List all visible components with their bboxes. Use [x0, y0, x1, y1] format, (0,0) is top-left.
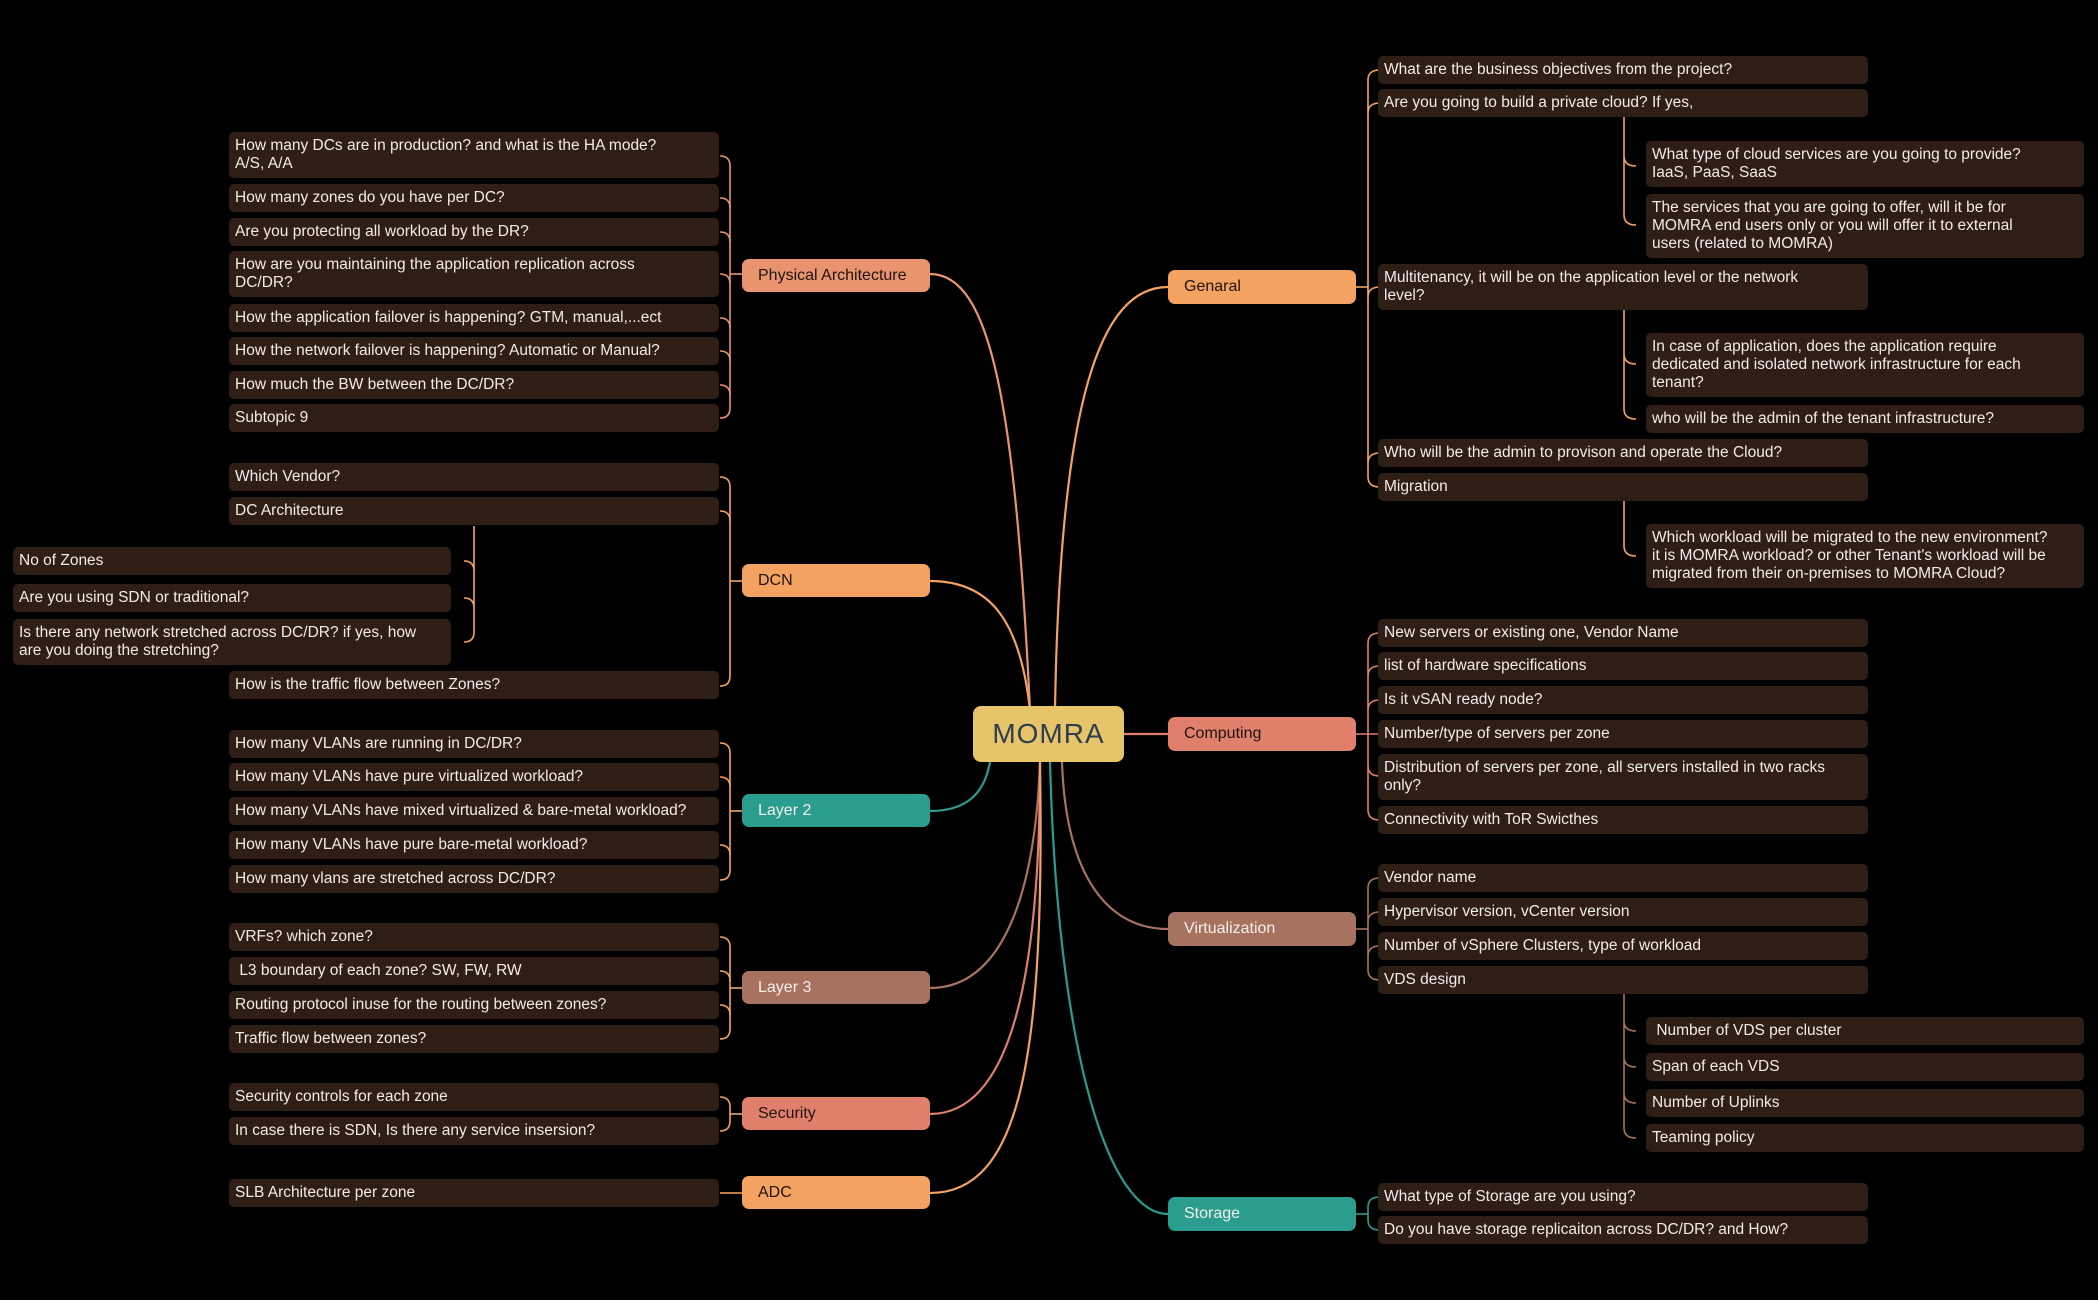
branch-virtualization[interactable]: Virtualization — [1168, 912, 1356, 946]
list-item[interactable]: VRFs? which zone? — [229, 923, 719, 951]
list-item[interactable]: list of hardware specifications — [1378, 652, 1868, 680]
branch-dcn[interactable]: DCN — [742, 564, 930, 597]
list-item[interactable]: In case of application, does the applica… — [1646, 333, 2084, 397]
list-item[interactable]: DC Architecture — [229, 497, 719, 525]
list-item[interactable]: Are you going to build a private cloud? … — [1378, 89, 1868, 117]
list-item[interactable]: L3 boundary of each zone? SW, FW, RW — [229, 957, 719, 985]
list-item[interactable]: What type of cloud services are you goin… — [1646, 141, 2084, 187]
list-item[interactable]: Distribution of servers per zone, all se… — [1378, 754, 1868, 800]
list-item[interactable]: How many VLANs are running in DC/DR? — [229, 730, 719, 758]
list-item[interactable]: How much the BW between the DC/DR? — [229, 371, 719, 399]
list-item[interactable]: What are the business objectives from th… — [1378, 56, 1868, 84]
list-item[interactable]: Do you have storage replicaiton across D… — [1378, 1216, 1868, 1244]
list-item[interactable]: Span of each VDS — [1646, 1053, 2084, 1081]
list-item[interactable]: In case there is SDN, Is there any servi… — [229, 1117, 719, 1145]
list-item[interactable]: The services that you are going to offer… — [1646, 194, 2084, 258]
list-item[interactable]: Security controls for each zone — [229, 1083, 719, 1111]
list-item[interactable]: Number of vSphere Clusters, type of work… — [1378, 932, 1868, 960]
list-item[interactable]: Which workload will be migrated to the n… — [1646, 524, 2084, 588]
list-item[interactable]: Vendor name — [1378, 864, 1868, 892]
list-item[interactable]: who will be the admin of the tenant infr… — [1646, 405, 2084, 433]
list-item[interactable]: Connectivity with ToR Swicthes — [1378, 806, 1868, 834]
branch-layer-2[interactable]: Layer 2 — [742, 794, 930, 827]
list-item[interactable]: Number of Uplinks — [1646, 1089, 2084, 1117]
list-item[interactable]: Is there any network stretched across DC… — [13, 619, 451, 665]
list-item[interactable]: How are you maintaining the application … — [229, 251, 719, 297]
central-topic[interactable]: MOMRA — [973, 706, 1124, 762]
list-item[interactable]: No of Zones — [13, 547, 451, 575]
list-item[interactable]: VDS design — [1378, 966, 1868, 994]
list-item[interactable]: Who will be the admin to provison and op… — [1378, 439, 1868, 467]
list-item[interactable]: How many vlans are stretched across DC/D… — [229, 865, 719, 893]
branch-general[interactable]: Genaral — [1168, 270, 1356, 304]
list-item[interactable]: Hypervisor version, vCenter version — [1378, 898, 1868, 926]
branch-computing[interactable]: Computing — [1168, 717, 1356, 751]
branch-storage[interactable]: Storage — [1168, 1197, 1356, 1231]
list-item[interactable]: Routing protocol inuse for the routing b… — [229, 991, 719, 1019]
list-item[interactable]: Are you using SDN or traditional? — [13, 584, 451, 612]
list-item[interactable]: Migration — [1378, 473, 1868, 501]
list-item[interactable]: What type of Storage are you using? — [1378, 1183, 1868, 1211]
branch-adc[interactable]: ADC — [742, 1176, 930, 1209]
list-item[interactable]: Traffic flow between zones? — [229, 1025, 719, 1053]
list-item[interactable]: New servers or existing one, Vendor Name — [1378, 619, 1868, 647]
list-item[interactable]: Subtopic 9 — [229, 404, 719, 432]
list-item[interactable]: SLB Architecture per zone — [229, 1179, 719, 1207]
branch-layer-3[interactable]: Layer 3 — [742, 971, 930, 1004]
list-item[interactable]: How many VLANs have pure virtualized wor… — [229, 763, 719, 791]
list-item[interactable]: Number/type of servers per zone — [1378, 720, 1868, 748]
list-item[interactable]: How many DCs are in production? and what… — [229, 132, 719, 178]
branch-security[interactable]: Security — [742, 1097, 930, 1130]
list-item[interactable]: Multitenancy, it will be on the applicat… — [1378, 264, 1868, 310]
list-item[interactable]: Are you protecting all workload by the D… — [229, 218, 719, 246]
list-item[interactable]: How the network failover is happening? A… — [229, 337, 719, 365]
branch-physical-architecture[interactable]: Physical Architecture — [742, 259, 930, 292]
list-item[interactable]: Is it vSAN ready node? — [1378, 686, 1868, 714]
list-item[interactable]: Teaming policy — [1646, 1124, 2084, 1152]
list-item[interactable]: How is the traffic flow between Zones? — [229, 671, 719, 699]
list-item[interactable]: Number of VDS per cluster — [1646, 1017, 2084, 1045]
list-item[interactable]: How the application failover is happenin… — [229, 304, 719, 332]
list-item[interactable]: How many zones do you have per DC? — [229, 184, 719, 212]
list-item[interactable]: Which Vendor? — [229, 463, 719, 491]
list-item[interactable]: How many VLANs have mixed virtualized & … — [229, 797, 719, 825]
list-item[interactable]: How many VLANs have pure bare-metal work… — [229, 831, 719, 859]
